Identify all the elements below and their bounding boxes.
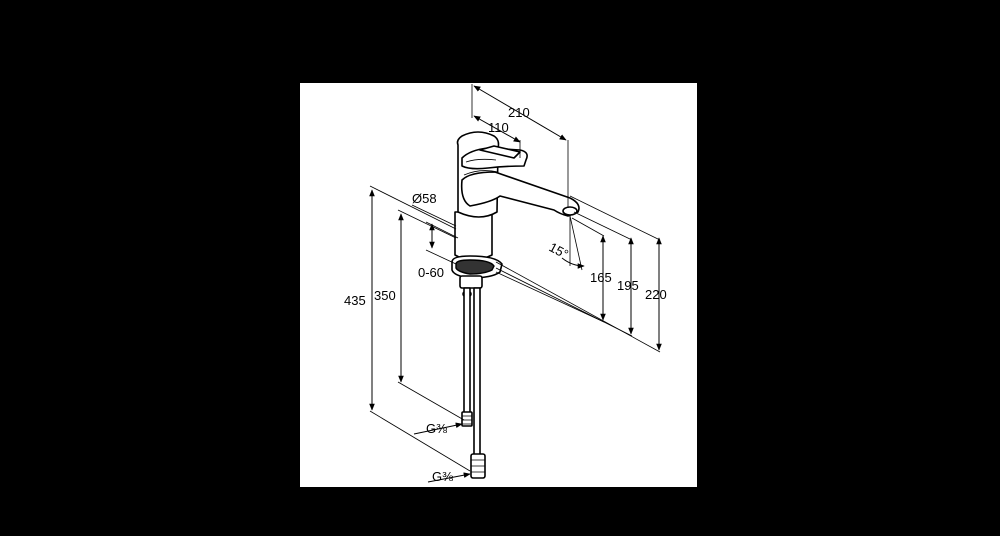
label-diameter-58: Ø58	[412, 191, 437, 206]
label-435: 435	[344, 293, 366, 308]
label-110: 110	[488, 120, 509, 135]
faucet-illustration	[451, 131, 580, 479]
label-g38-top: G⅜	[426, 421, 447, 436]
label-220: 220	[645, 287, 667, 302]
dimension-lines	[369, 84, 662, 483]
faucet-base-body	[454, 211, 493, 261]
mounting-nut	[455, 259, 495, 275]
supply-hose-right	[473, 287, 481, 457]
label-165: 165	[590, 270, 612, 285]
label-210: 210	[508, 105, 530, 120]
spout-aerator	[562, 206, 578, 216]
fixing-nut	[459, 275, 483, 289]
supply-hose-left	[463, 287, 471, 415]
label-350: 350	[374, 288, 396, 303]
label-g38-bottom: G⅜	[432, 469, 453, 484]
label-195: 195	[617, 278, 639, 293]
label-15-degree: 15°	[547, 239, 571, 261]
faucet-spout	[460, 171, 580, 217]
label-0-60: 0-60	[418, 265, 444, 280]
